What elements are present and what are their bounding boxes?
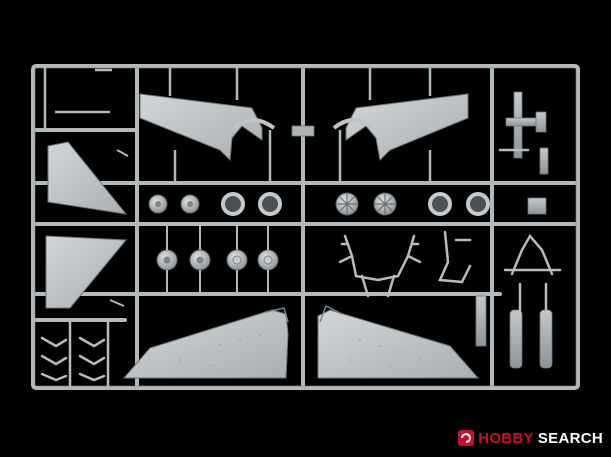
lower-left-wing-part: [122, 307, 289, 379]
lower-right-wing-part: [317, 304, 480, 379]
watermark-brand-search: SEARCH: [537, 429, 603, 447]
small-bits-left: [40, 318, 110, 390]
watermark-brand-hobby: HOBBY: [478, 429, 534, 447]
hobby-search-watermark: HOBBY SEARCH: [458, 427, 603, 449]
right-column-parts: [475, 91, 553, 369]
sprue-runners: [31, 64, 580, 390]
hobby-search-logo-icon: [458, 430, 475, 446]
left-lower-fin-part: [45, 235, 128, 309]
upper-right-flap-part: [332, 93, 469, 162]
wheel-parts-row-2: [156, 249, 279, 271]
wheel-parts-row-1: [148, 192, 490, 216]
landing-gear-parts: [338, 230, 472, 298]
upper-left-flap-part: [139, 93, 276, 162]
left-upper-fin-part: [47, 141, 128, 215]
